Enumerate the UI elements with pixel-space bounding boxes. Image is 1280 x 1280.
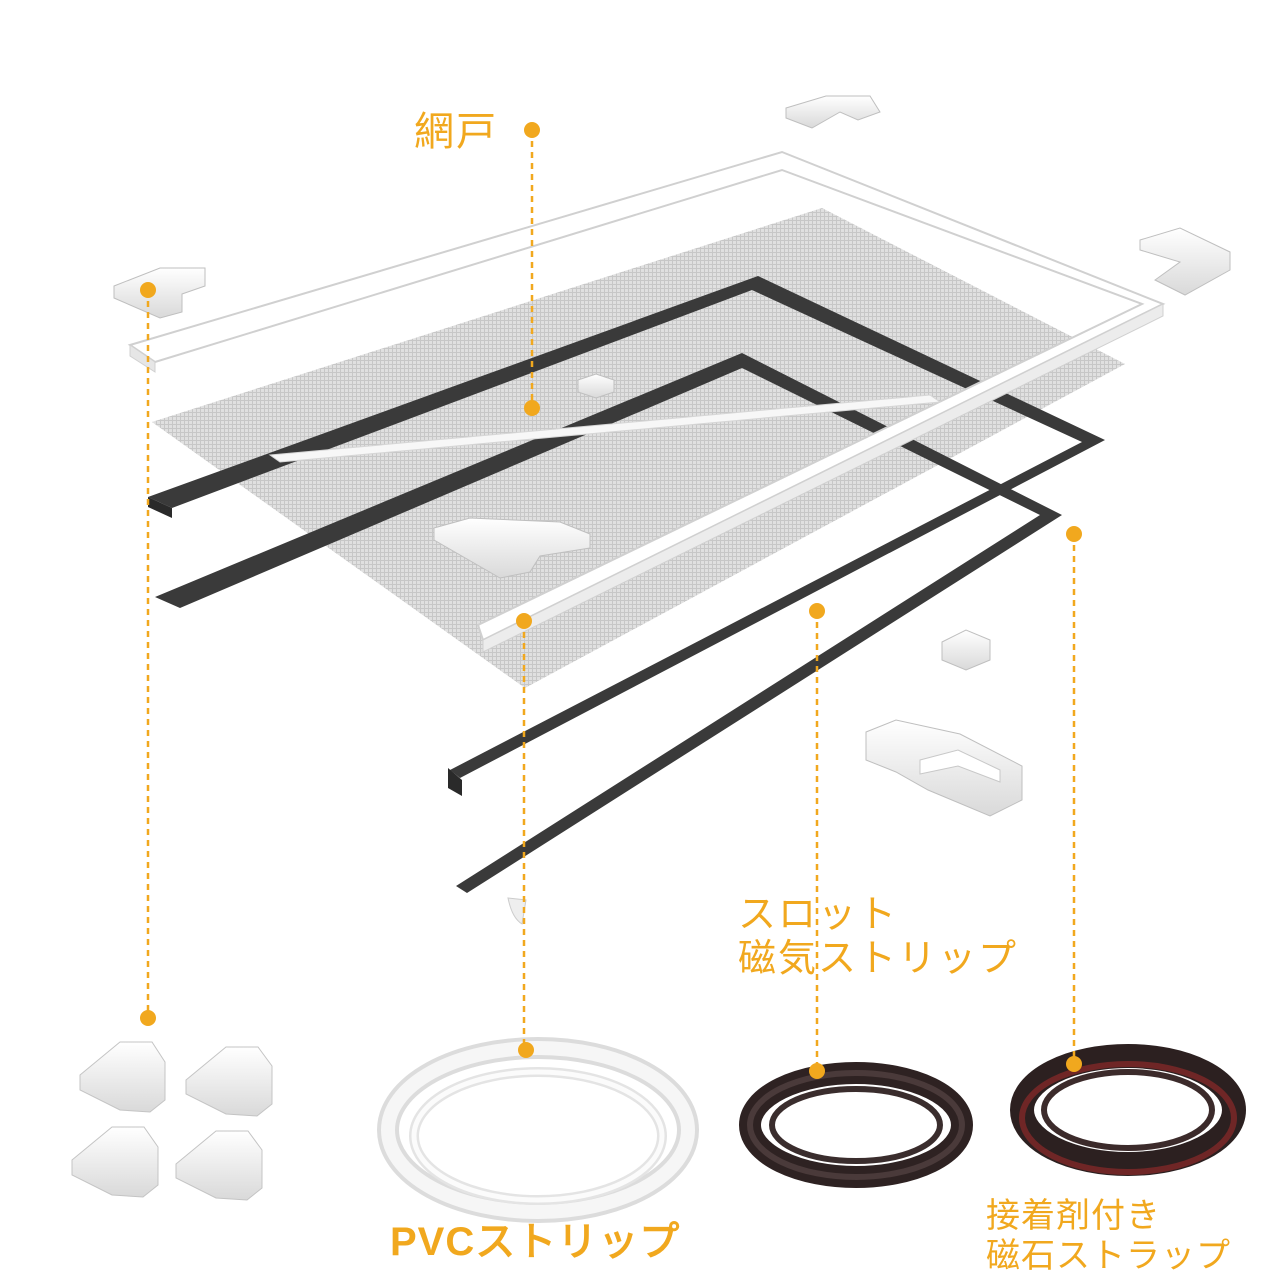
corner-pieces-set	[71, 1041, 273, 1201]
dot-screen-bottom	[524, 400, 540, 416]
adhesive-magnet-tape-coil	[1010, 1044, 1246, 1176]
label-adhesive-line1: 接着剤付き	[986, 1196, 1161, 1236]
slot-magnetic-strip-coil	[739, 1062, 973, 1188]
dot-pvc-bottom	[518, 1042, 534, 1058]
label-adhesive-magnet-tape: 接着剤付き 磁石ストラップ	[986, 1196, 1231, 1276]
corner-piece-2	[185, 1046, 273, 1117]
dot-slot-top	[809, 603, 825, 619]
dot-adhesive-bottom	[1066, 1056, 1082, 1072]
pvc-strip-coil	[377, 1037, 699, 1223]
label-adhesive-line2: 磁石ストラップ	[986, 1236, 1231, 1276]
corner-piece-4	[175, 1130, 263, 1201]
corner-connector-right	[1139, 227, 1231, 296]
corner-connector-left	[113, 267, 206, 319]
corner-piece-3	[71, 1126, 159, 1198]
label-slot-magnetic-strip: スロット 磁気ストリップ	[738, 892, 1018, 980]
leader-dots	[140, 122, 1082, 1079]
label-pvc-strip: PVCストリップ	[390, 1220, 681, 1264]
label-screen: 網戸	[414, 109, 498, 155]
slot-magnetic-strip-frame-upper	[148, 276, 1105, 778]
leader-lines	[146, 130, 1076, 1071]
corner-connector-top	[785, 95, 881, 129]
small-clip-center	[577, 373, 615, 399]
slot-magnetic-strip-frame-lower	[155, 353, 1062, 893]
dot-slot-bottom	[809, 1063, 825, 1079]
dot-screen-top	[524, 122, 540, 138]
dot-corner-bottom	[140, 1010, 156, 1026]
label-slot-line2: 磁気ストリップ	[738, 936, 1019, 980]
dot-pvc-top	[516, 613, 532, 629]
white-screen-frame	[127, 150, 1166, 653]
mesh-screen-panel	[152, 208, 1125, 688]
dot-corner-top	[140, 282, 156, 298]
label-slot-line1: スロット	[738, 892, 899, 936]
dot-adhesive-top	[1066, 526, 1082, 542]
small-clip-right	[941, 629, 991, 671]
corner-piece-1	[79, 1041, 166, 1113]
strip-end-curl	[507, 897, 527, 925]
corner-connector-center	[433, 517, 591, 579]
frame-mounting-bracket	[865, 719, 1023, 817]
